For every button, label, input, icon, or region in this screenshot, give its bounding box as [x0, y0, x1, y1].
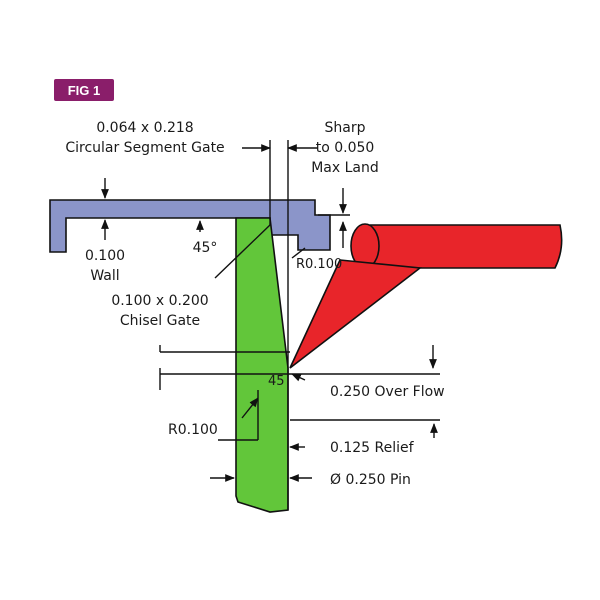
- gate-type-label: Circular Segment Gate: [65, 140, 224, 156]
- radius-right-leader: [291, 247, 306, 259]
- overflow-label: 0.250 Over Flow: [330, 384, 445, 400]
- figure-badge: FIG 1: [54, 79, 114, 101]
- radius-right-label: R0.100: [296, 257, 342, 272]
- angle-low-arrow: [291, 373, 306, 382]
- ejector-pin-shape: [235, 217, 289, 513]
- angle-low-label: 45: [268, 374, 285, 389]
- wall-value-label: 0.100: [85, 248, 125, 264]
- sharp-label-1: Sharp: [325, 120, 366, 136]
- radius-left-label: R0.100: [168, 422, 218, 438]
- gate-size-label: 0.064 x 0.218: [96, 120, 193, 136]
- relief-label: 0.125 Relief: [330, 440, 415, 456]
- runner-shape: [350, 224, 563, 269]
- angle-top-leader: [214, 224, 271, 279]
- chisel-gate-label: Chisel Gate: [120, 313, 200, 329]
- angle-top-label: 45°: [193, 240, 218, 256]
- radius-left-arrow: [241, 397, 259, 419]
- sharp-label-2: to 0.050: [316, 140, 375, 156]
- chisel-size-label: 0.100 x 0.200: [111, 293, 208, 309]
- sharp-label-3: Max Land: [311, 160, 379, 176]
- pin-label: Ø 0.250 Pin: [330, 472, 411, 488]
- part-wall-shape: [49, 199, 331, 253]
- chisel-gate-shape: [289, 259, 423, 369]
- wall-label: Wall: [90, 268, 119, 284]
